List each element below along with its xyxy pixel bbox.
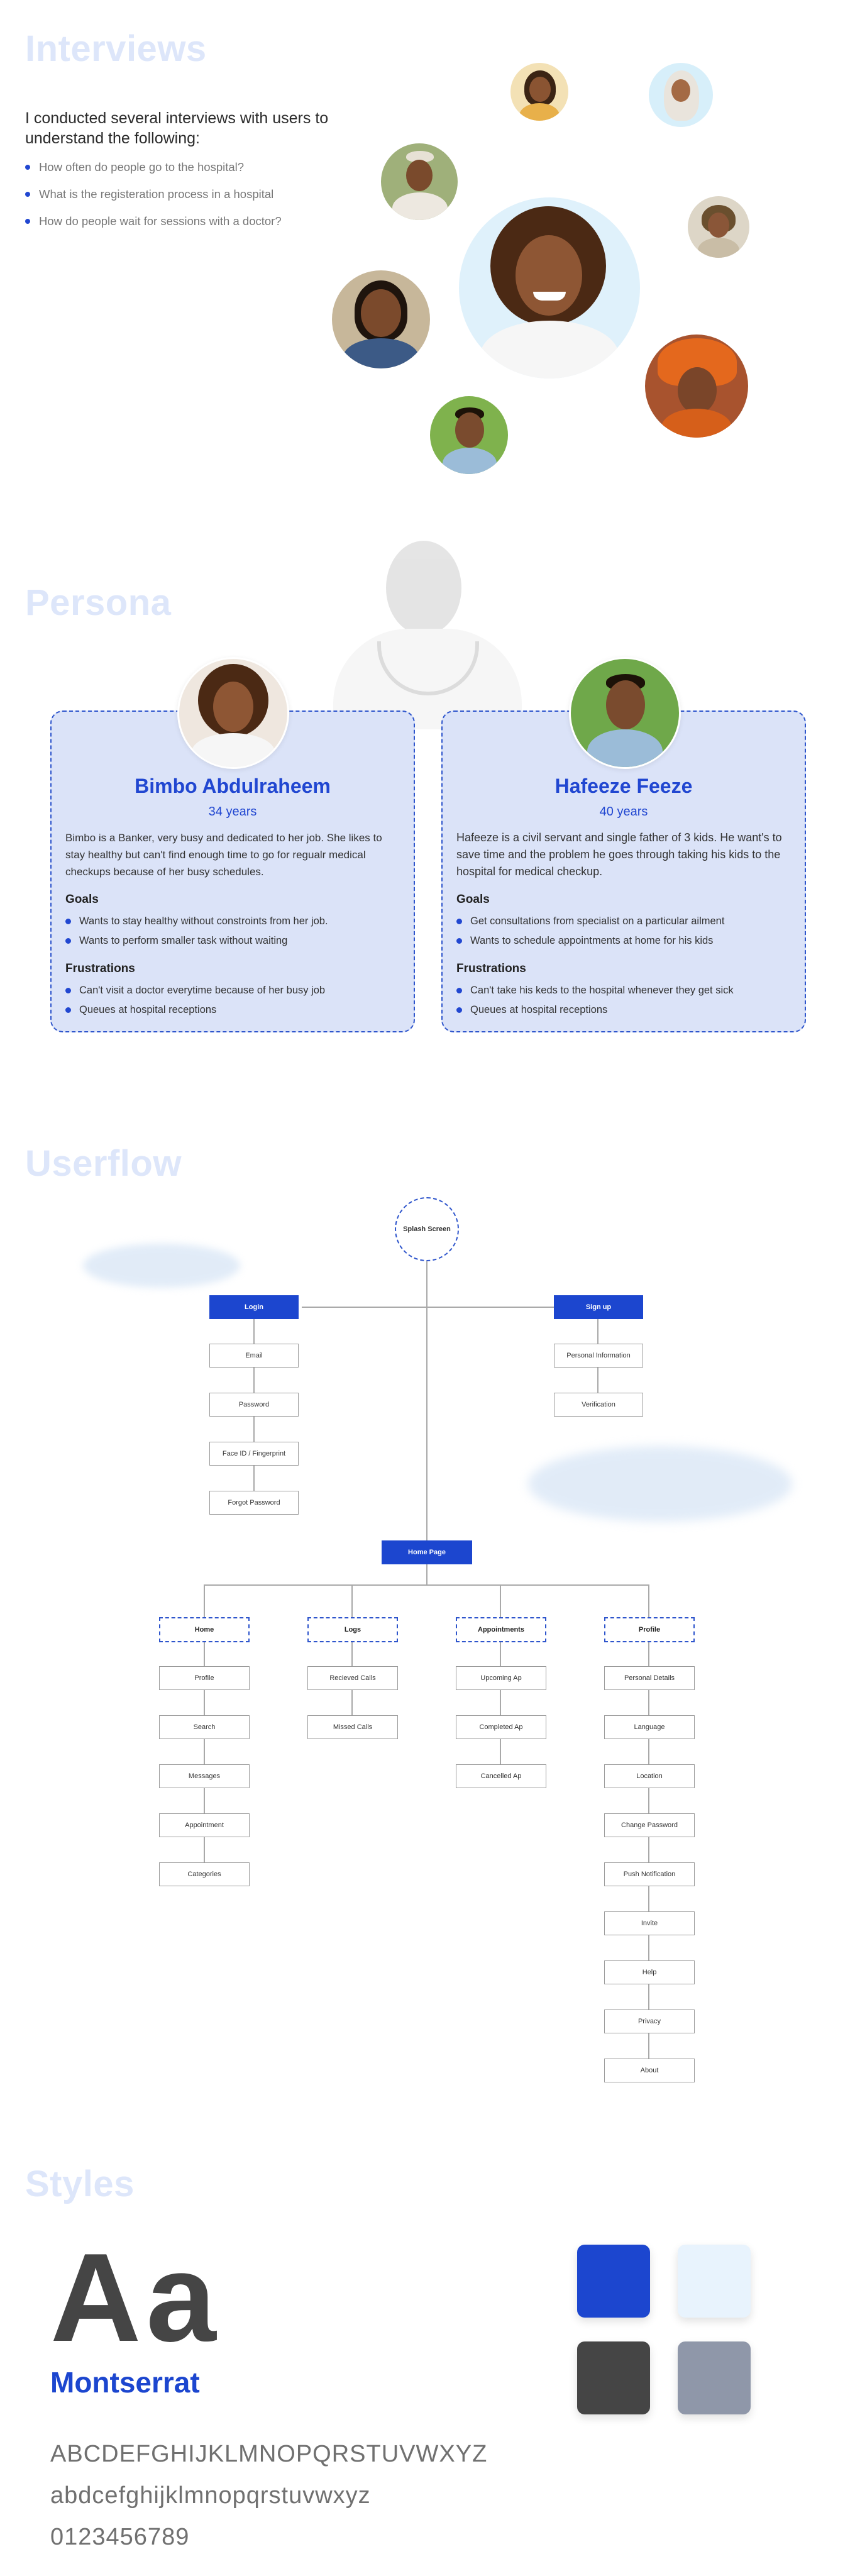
color-swatch-light — [678, 2245, 751, 2318]
interviewee-avatar — [510, 63, 568, 121]
interviewee-avatar — [649, 63, 713, 127]
color-swatch-dark — [577, 2341, 650, 2414]
profile-item-node: Location — [604, 1764, 695, 1788]
home-item-node: Appointment — [159, 1813, 250, 1837]
home-item-node: Categories — [159, 1862, 250, 1886]
splash-screen-node: Splash Screen — [395, 1197, 459, 1261]
frustration-item: Queues at hospital receptions — [65, 1000, 401, 1020]
connector-line — [500, 1642, 501, 1768]
persona-bio: Hafeeze is a civil servant and single fa… — [456, 831, 782, 878]
branch-logs-node: Logs — [307, 1617, 398, 1642]
profile-item-node: Invite — [604, 1911, 695, 1935]
persona-bio: Bimbo is a Banker, very busy and dedicat… — [65, 832, 382, 878]
question-item: What is the registeration process in a h… — [25, 186, 282, 213]
goal-item: Wants to perform smaller task without wa… — [65, 931, 401, 951]
connector-line — [648, 1642, 649, 2064]
logs-item-node: Recieved Calls — [307, 1666, 398, 1690]
profile-item-node: Personal Details — [604, 1666, 695, 1690]
goals-list: Get consultations from specialist on a p… — [456, 912, 792, 951]
userflow-title: Userflow — [25, 1143, 182, 1184]
persona-age: 40 years — [599, 805, 648, 819]
connector-line — [204, 1584, 649, 1586]
profile-item-node: Change Password — [604, 1813, 695, 1837]
interviewee-avatar — [688, 196, 749, 258]
interviewee-avatar — [430, 396, 508, 474]
font-name: Montserrat — [50, 2366, 200, 2399]
cloud-decoration — [528, 1446, 792, 1522]
connector-line — [351, 1584, 353, 1617]
branch-profile-node: Profile — [604, 1617, 695, 1642]
appointments-item-node: Upcoming Ap — [456, 1666, 546, 1690]
signup-step-node: Personal Information — [554, 1344, 643, 1368]
interviewee-avatar — [381, 143, 458, 220]
login-node: Login — [209, 1295, 299, 1319]
goal-item: Wants to schedule appointments at home f… — [456, 931, 792, 951]
persona-name: Bimbo Abdulraheem — [135, 775, 331, 797]
connector-line — [204, 1584, 205, 1617]
appointments-item-node: Completed Ap — [456, 1715, 546, 1739]
interview-questions: How often do people go to the hospital? … — [25, 159, 282, 240]
appointments-item-node: Cancelled Ap — [456, 1764, 546, 1788]
lowercase-sample: abdcefghijklmnopqrstuvwxyz — [50, 2482, 371, 2509]
goal-item: Get consultations from specialist on a p… — [456, 912, 792, 931]
frustration-item: Can't visit a doctor everytime because o… — [65, 981, 401, 1000]
branch-home-node: Home — [159, 1617, 250, 1642]
connector-line — [500, 1584, 501, 1617]
login-step-node: Forgot Password — [209, 1491, 299, 1515]
connector-line — [426, 1260, 428, 1545]
question-item: How do people wait for sessions with a d… — [25, 213, 282, 240]
home-item-node: Search — [159, 1715, 250, 1739]
frustrations-heading: Frustrations — [65, 962, 135, 975]
styles-title: Styles — [25, 2164, 135, 2204]
frustration-item: Can't take his keds to the hospital when… — [456, 981, 792, 1000]
home-item-node: Messages — [159, 1764, 250, 1788]
signup-node: Sign up — [554, 1295, 643, 1319]
goals-heading: Goals — [456, 893, 490, 906]
digits-sample: 0123456789 — [50, 2524, 190, 2550]
persona-background-figure — [314, 534, 553, 729]
profile-item-node: Language — [604, 1715, 695, 1739]
interviews-intro: I conducted several interviews with user… — [25, 109, 329, 147]
interviewee-avatar — [332, 270, 430, 368]
profile-item-node: Privacy — [604, 2009, 695, 2033]
frustrations-list: Can't visit a doctor everytime because o… — [65, 981, 401, 1020]
interviewee-avatar — [645, 334, 748, 438]
goals-heading: Goals — [65, 893, 99, 906]
signup-step-node: Verification — [554, 1393, 643, 1417]
home-page-node: Home Page — [382, 1540, 472, 1564]
frustrations-heading: Frustrations — [456, 962, 526, 975]
profile-item-node: Push Notification — [604, 1862, 695, 1886]
connector-line — [204, 1642, 205, 1869]
persona-age: 34 years — [208, 805, 257, 819]
goal-item: Wants to stay healthy without constroint… — [65, 912, 401, 931]
home-item-node: Profile — [159, 1666, 250, 1690]
persona-title: Persona — [25, 582, 172, 623]
interviewee-avatar-featured — [459, 197, 640, 379]
profile-item-node: Help — [604, 1960, 695, 1984]
color-swatch-gray — [678, 2341, 751, 2414]
frustration-item: Queues at hospital receptions — [456, 1000, 792, 1020]
connector-line — [302, 1307, 556, 1308]
connector-line — [648, 1584, 649, 1617]
login-step-node: Password — [209, 1393, 299, 1417]
persona-name: Hafeeze Feeze — [554, 775, 693, 797]
login-step-node: Face ID / Fingerprint — [209, 1442, 299, 1466]
uppercase-sample: ABCDEFGHIJKLMNOPQRSTUVWXYZ — [50, 2441, 488, 2467]
persona-avatar-hafeeze — [569, 657, 681, 769]
profile-item-node: About — [604, 2059, 695, 2082]
connector-line — [426, 1564, 428, 1584]
logs-item-node: Missed Calls — [307, 1715, 398, 1739]
persona-avatar-bimbo — [177, 657, 289, 769]
interviews-title: Interviews — [25, 28, 207, 69]
branch-appointments-node: Appointments — [456, 1617, 546, 1642]
question-item: How often do people go to the hospital? — [25, 159, 282, 186]
goals-list: Wants to stay healthy without constroint… — [65, 912, 401, 951]
cloud-decoration — [83, 1244, 240, 1288]
typeface-sample: Aa — [50, 2228, 221, 2368]
frustrations-list: Can't take his keds to the hospital when… — [456, 981, 792, 1020]
login-step-node: Email — [209, 1344, 299, 1368]
color-swatch-primary — [577, 2245, 650, 2318]
